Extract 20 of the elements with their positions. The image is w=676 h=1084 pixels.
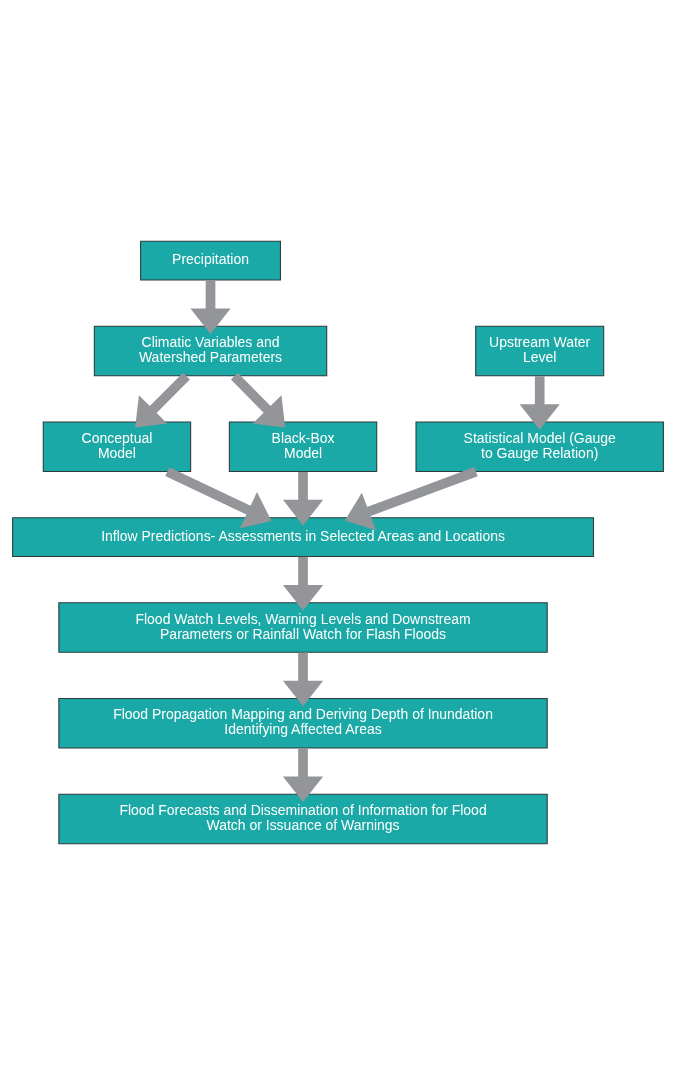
node-box: Flood Propagation Mapping and Deriving Depth of Inundation Identifying Affected Areas (58, 697, 548, 748)
arrow (282, 652, 324, 706)
arrow (344, 466, 478, 530)
node-box: Climatic Variables and Watershed Parameters (93, 325, 328, 376)
arrow (230, 372, 286, 428)
node-box: Black-Box Model (228, 420, 378, 472)
node-box: Upstream Water Level (475, 325, 605, 376)
arrow (190, 279, 231, 334)
arrow (282, 471, 324, 525)
arrow (282, 747, 324, 802)
node-box: Flood Forecasts and Dissemination of Information for Flood Watch or Issuance of Warnings (58, 793, 548, 844)
node-box: Precipitation (140, 240, 281, 281)
arrow (519, 375, 560, 430)
arrow (282, 556, 324, 610)
node-box: Conceptual Model (42, 420, 192, 472)
arrow (135, 372, 190, 428)
node-box: Flood Watch Levels, Warning Levels and Downstream Parameters or Rainfall Watch for Flash Floods (58, 601, 548, 653)
arrow (165, 466, 272, 528)
node-box: Inflow Predictions- Assessments in Selected Areas and Locations (12, 516, 594, 557)
node-box: Statistical Model (Gauge to Gauge Relation) (415, 420, 664, 472)
